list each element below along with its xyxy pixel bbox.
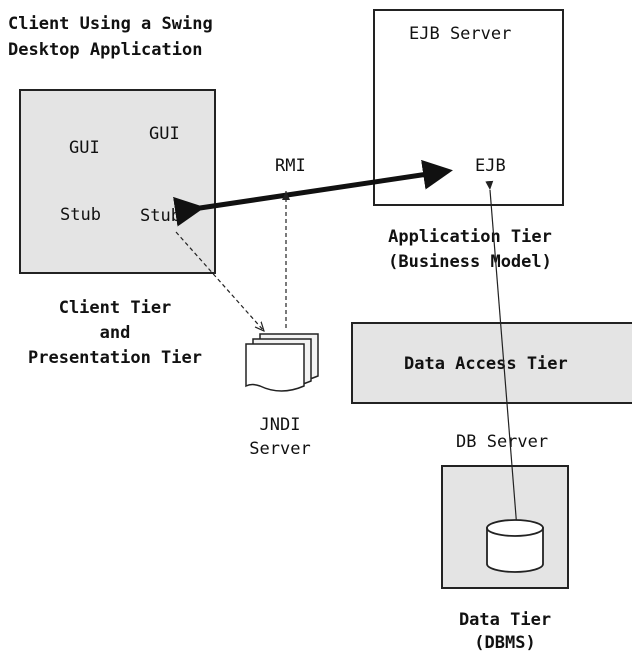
jndi-server-icon xyxy=(245,333,319,392)
stub-label-right: Stub xyxy=(140,206,181,226)
jndi-label-line1: JNDI xyxy=(259,415,301,435)
client-tier-line2: and xyxy=(99,323,131,343)
gui-label-right: GUI xyxy=(149,124,180,144)
ejb-to-db-connection xyxy=(485,180,521,530)
data-tier-line1: Data Tier xyxy=(458,610,552,630)
client-tier-line3: Presentation Tier xyxy=(28,348,202,368)
rmi-connection-arrow xyxy=(173,159,453,227)
client-heading-line2: Desktop Application xyxy=(8,40,203,60)
client-heading-line1: Client Using a Swing xyxy=(8,14,213,34)
ejb-server-title: EJB Server xyxy=(409,24,512,44)
ejb-label: EJB xyxy=(475,156,506,176)
data-tier-line2: (DBMS) xyxy=(474,633,536,653)
jndi-label-line2: Server xyxy=(249,439,311,459)
client-tier-line1: Client Tier xyxy=(58,298,172,318)
stub-label-left: Stub xyxy=(60,205,101,225)
database-icon xyxy=(486,519,544,573)
stub-to-jndi-arrow xyxy=(175,231,264,331)
gui-label-left: GUI xyxy=(69,138,100,158)
